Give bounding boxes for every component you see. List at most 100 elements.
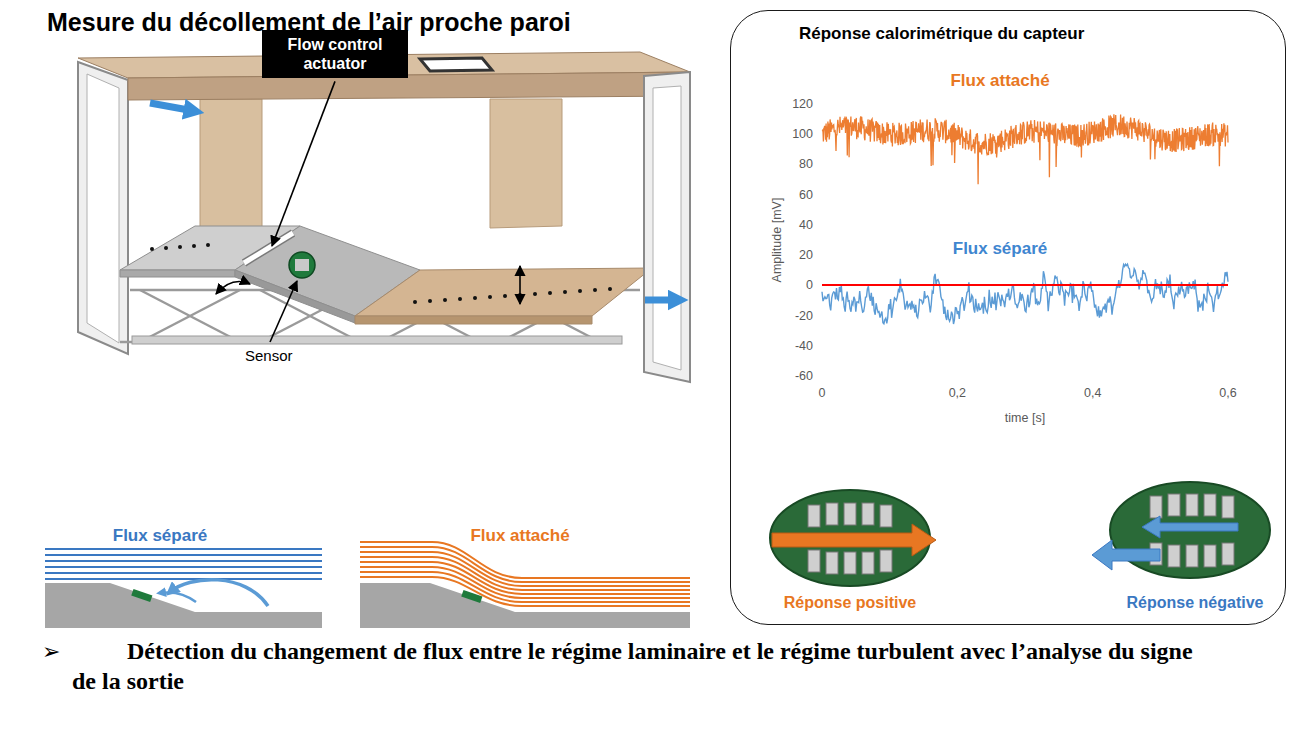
illustration-part xyxy=(645,297,678,304)
illustration-part xyxy=(45,549,322,579)
attached-signal xyxy=(822,114,1228,184)
illustration-part xyxy=(192,244,196,248)
illustration-part xyxy=(488,295,492,299)
illustration-part xyxy=(140,290,240,342)
illustration-part xyxy=(490,99,562,228)
illustration-part xyxy=(45,572,322,574)
illustration-part xyxy=(563,290,567,294)
illustration-part xyxy=(808,550,820,572)
axis-tick: 120 xyxy=(792,97,813,111)
illustration-part xyxy=(355,268,652,316)
illustration-part xyxy=(1186,494,1198,516)
illustration-part xyxy=(272,81,335,246)
illustration-part xyxy=(1222,543,1234,565)
illustration-part xyxy=(548,291,552,295)
illustration-part xyxy=(533,292,537,296)
axis-tick: 0 xyxy=(806,278,813,292)
illustration-part xyxy=(244,233,293,263)
attached-flow-figure xyxy=(360,542,690,628)
illustration-part xyxy=(862,503,874,525)
illustration-part xyxy=(1092,540,1160,570)
illustration-part xyxy=(578,289,582,293)
illustration-part xyxy=(131,589,152,602)
axis-tick: 0 xyxy=(819,386,826,400)
figure-label: Flux attaché xyxy=(470,526,569,546)
illustration-part xyxy=(413,300,417,304)
node-heading: Réponse calorimétrique du capteur xyxy=(799,24,1084,44)
axis-tick: -60 xyxy=(795,369,813,383)
axis-tick: 100 xyxy=(792,127,813,141)
illustration-part xyxy=(808,505,820,527)
node-heading: Flow control actuator xyxy=(270,35,400,73)
response-panel: Réponse calorimétrique du capteur xyxy=(730,10,1286,625)
axis-title: time [s] xyxy=(1005,411,1045,425)
illustration-part xyxy=(1222,496,1234,518)
axis-tick: 60 xyxy=(799,187,813,201)
illustration-part xyxy=(120,270,235,277)
bullet-symbol: ➢ xyxy=(42,639,60,664)
axis-tick: 0,6 xyxy=(1219,386,1236,400)
illustration-part xyxy=(772,524,936,556)
illustration-part xyxy=(1110,482,1270,578)
illustration-part xyxy=(844,503,856,525)
illustration-part xyxy=(1142,516,1238,538)
illustration-part xyxy=(45,578,322,580)
illustration-part xyxy=(45,560,322,562)
illustration-part xyxy=(458,297,462,301)
sensor-board xyxy=(289,252,315,278)
illustration-part xyxy=(45,554,322,556)
illustration-part xyxy=(132,336,622,344)
illustration-part xyxy=(644,72,690,382)
sensor-board-negative xyxy=(1092,482,1270,578)
conclusion-text: Détection du changement de flux entre le… xyxy=(72,636,1202,696)
series-label: Flux attaché xyxy=(950,71,1049,91)
illustration-part xyxy=(360,542,690,606)
illustration-part xyxy=(200,99,262,238)
illustration-part xyxy=(1204,545,1216,567)
wind-tunnel xyxy=(78,52,690,382)
illustration-part xyxy=(170,580,268,606)
illustration-part xyxy=(420,58,492,71)
illustration-part xyxy=(128,72,690,100)
illustration-part xyxy=(880,550,892,572)
illustration-part xyxy=(295,259,309,271)
illustration-part xyxy=(428,299,432,303)
streamline xyxy=(360,547,690,582)
illustration-part xyxy=(235,270,355,323)
illustration-part xyxy=(826,552,838,574)
response-label: Réponse négative xyxy=(1127,594,1264,612)
illustration-part xyxy=(443,298,447,302)
axis-tick: 0,4 xyxy=(1084,386,1101,400)
illustration-part xyxy=(45,548,322,550)
axis-tick: 40 xyxy=(799,218,813,232)
signal-chart xyxy=(822,114,1228,324)
illustration-part xyxy=(45,583,322,628)
illustration-part xyxy=(216,282,250,294)
illustration-part xyxy=(150,247,154,251)
figure-label: Flux séparé xyxy=(113,526,208,546)
illustration-part xyxy=(1150,496,1162,518)
illustration-part xyxy=(1168,494,1180,516)
zero-line xyxy=(822,284,1228,286)
illustration-part xyxy=(519,266,521,304)
streamline xyxy=(360,552,690,586)
illustration-part xyxy=(160,592,196,602)
illustration-part xyxy=(844,552,856,574)
illustration-part xyxy=(1168,545,1180,567)
illustration-part xyxy=(593,288,597,292)
streamline xyxy=(360,542,690,578)
illustration-part xyxy=(473,296,477,300)
illustration-part xyxy=(608,287,612,291)
illustration-part xyxy=(244,233,293,263)
separated-flow-figure xyxy=(45,549,322,628)
sensor-board-positive xyxy=(770,490,936,586)
actuator-callout: Flow control actuator xyxy=(262,30,408,78)
axis-tick: -20 xyxy=(795,308,813,322)
illustration-part xyxy=(78,62,128,354)
illustration-part xyxy=(1204,494,1216,516)
illustration-part xyxy=(150,103,194,111)
illustration-part xyxy=(880,505,892,527)
illustration-part xyxy=(826,503,838,525)
illustration-part xyxy=(140,290,240,342)
